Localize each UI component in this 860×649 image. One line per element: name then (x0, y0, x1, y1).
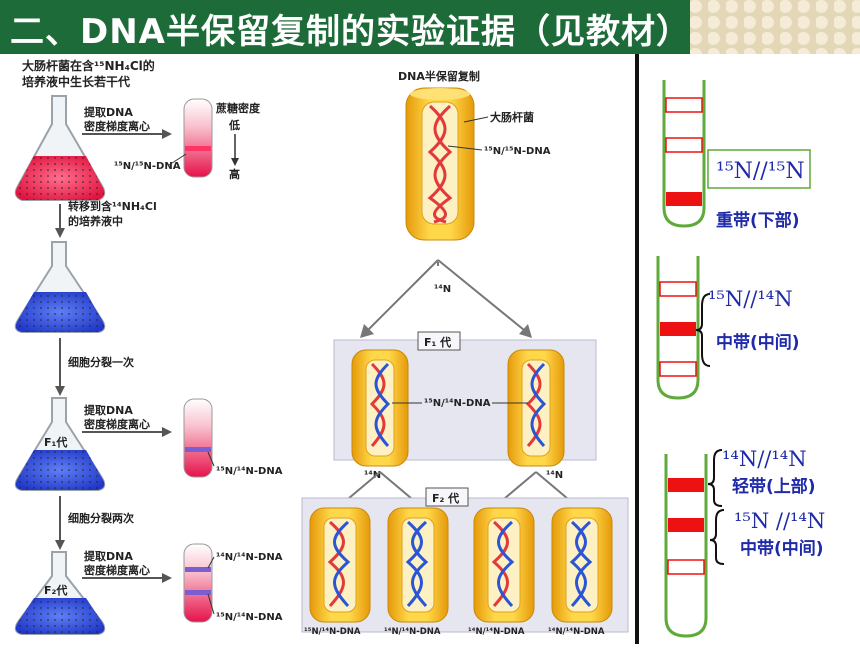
density-label: 蔗糖密度 (215, 101, 261, 115)
f2-bottom-label-4: ¹⁴N/¹⁴N-DNA (548, 627, 605, 637)
centrifuge-tube-1 (183, 98, 213, 178)
title-bar: 二、DNA半保留复制的实验证据（见教材） (0, 0, 860, 54)
n14-left: ¹⁴N (364, 470, 381, 481)
transfer-line-1: 转移到含¹⁴NH₄Cl (68, 199, 157, 213)
transfer-line-2: 的培养液中 (68, 214, 123, 228)
arrow-head-divide-twice (55, 540, 65, 550)
f1-capsule-left (351, 349, 409, 467)
tube3-label-b: ¹⁵N //¹⁴N (734, 509, 825, 533)
step2-line-2: 密度梯度离心 (84, 417, 150, 431)
tube3-brace-a (707, 449, 723, 507)
tube3-caption-b: 中带(中间) (740, 538, 824, 559)
band-1515-label: ¹⁵N/¹⁵N-DNA (114, 161, 181, 172)
experiment-figure-svg: 大肠杆菌在含¹⁵NH₄Cl的 培养液中生长若干代 提取DNA 密度梯度离心 ¹⁵… (14, 58, 629, 637)
split-arrow-right-head (519, 324, 532, 338)
experiment-figure: 大肠杆菌在含¹⁵NH₄Cl的 培养液中生长若干代 提取DNA 密度梯度离心 ¹⁵… (4, 54, 639, 644)
band-1414-pointer (207, 556, 215, 569)
f1-box (417, 331, 461, 351)
band-1514-b-pointer (207, 593, 215, 615)
parent-dna-capsule (405, 87, 475, 241)
density-arrow-head (231, 158, 239, 166)
f1-box-label: F₁ 代 (424, 335, 451, 349)
f2-box (425, 487, 469, 507)
flask-transfer-blue (14, 241, 106, 333)
density-high: 高 (229, 167, 240, 181)
flask-f2-blue (14, 551, 106, 635)
centrifuge-tube-3 (183, 543, 213, 623)
step3-line-2: 密度梯度离心 (84, 563, 150, 577)
split-arrow-left-head (360, 324, 374, 338)
middle-title: DNA半保留复制 (398, 69, 480, 83)
f2-capsule-1 (309, 507, 371, 623)
header-line-2: 培养液中生长若干代 (22, 74, 130, 89)
arrow-head-divide-once (55, 386, 65, 396)
results-svg: ¹⁵N//¹⁵N 重带(下部) ¹⁵N//¹⁴N 中带(中间) ¹⁴N//¹⁴N… (656, 80, 825, 638)
arrow-head-step3 (162, 573, 172, 583)
split-arrow-right (437, 259, 525, 331)
result-tube-1 (662, 80, 706, 228)
tube1-caption: 重带(下部) (716, 210, 800, 231)
band-1514-a-label: ¹⁵N/¹⁴N-DNA (216, 466, 283, 477)
parent-label: ¹⁵N/¹⁵N-DNA (484, 146, 551, 157)
flask-parent-red (14, 95, 106, 201)
band-1414-label: ¹⁴N/¹⁴N-DNA (216, 552, 283, 563)
result-tube-2 (656, 256, 700, 400)
step1-line-1: 提取DNA (84, 105, 133, 119)
f1-flask-label: F₁代 (44, 435, 67, 449)
split-arrow-left (367, 259, 439, 331)
tube3-label-a: ¹⁴N//¹⁴N (722, 447, 807, 471)
f1-label: ¹⁵N/¹⁴N-DNA (424, 398, 491, 409)
flask-f1-blue (14, 397, 106, 491)
f2-bottom-label-1: ¹⁵N/¹⁴N-DNA (304, 627, 361, 637)
ecoli-pointer (463, 116, 489, 123)
tube3-brace-b (709, 509, 725, 565)
divide-twice: 细胞分裂两次 (68, 511, 134, 525)
tube2-caption: 中带(中间) (716, 332, 800, 353)
n14-right: ¹⁴N (546, 470, 563, 481)
f2-box-label: F₂ 代 (432, 491, 459, 505)
decorative-beads-image (690, 0, 860, 54)
f1-capsule-right (507, 349, 565, 467)
tube1-label: ¹⁵N//¹⁵N (716, 159, 805, 184)
band-1515-pointer (168, 153, 187, 166)
ecoli-label: 大肠杆菌 (490, 110, 534, 124)
f2-capsule-4 (551, 507, 613, 623)
slide-title: 二、DNA半保留复制的实验证据（见教材） (10, 12, 691, 52)
results-panel: ¹⁵N//¹⁵N 重带(下部) ¹⁵N//¹⁴N 中带(中间) ¹⁴N//¹⁴N… (640, 54, 860, 645)
band-1514-a-pointer (207, 451, 215, 467)
tube1-label-box (707, 149, 811, 189)
arrow-head-step1 (162, 129, 172, 139)
result-tube-3 (664, 454, 708, 638)
tube3-caption-a: 轻带(上部) (732, 476, 816, 497)
f2-flask-label: F₂代 (44, 583, 67, 597)
f2-bottom-label-2: ¹⁴N/¹⁴N-DNA (384, 627, 441, 637)
tube2-brace (695, 293, 711, 367)
f2-capsule-2 (387, 507, 449, 623)
step1-line-2: 密度梯度离心 (84, 119, 150, 133)
step3-line-1: 提取DNA (84, 549, 133, 563)
f2-bottom-label-3: ¹⁴N/¹⁴N-DNA (468, 627, 525, 637)
n14-top: ¹⁴N (434, 284, 451, 295)
density-low: 低 (228, 118, 240, 132)
parent-pointer (447, 145, 483, 151)
arrow-head-step2 (162, 427, 172, 437)
tube2-label: ¹⁵N//¹⁴N (708, 287, 793, 311)
divide-once: 细胞分裂一次 (68, 355, 134, 369)
band-1514-b-label: ¹⁵N/¹⁴N-DNA (216, 612, 283, 623)
header-line-1: 大肠杆菌在含¹⁵NH₄Cl的 (22, 58, 155, 73)
step2-line-1: 提取DNA (84, 403, 133, 417)
centrifuge-tube-2 (183, 398, 213, 478)
f2-capsule-3 (473, 507, 535, 623)
arrow-head-transfer (55, 228, 65, 238)
